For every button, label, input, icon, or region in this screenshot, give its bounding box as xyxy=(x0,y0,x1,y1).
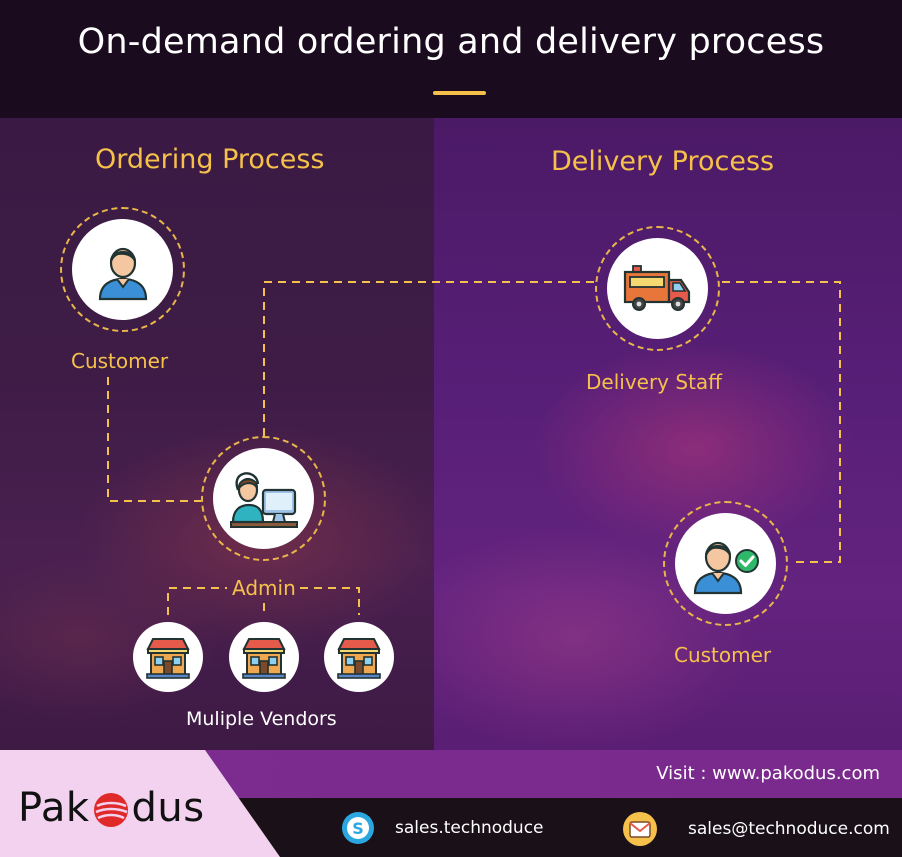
delivery-panel xyxy=(434,118,902,750)
vendor-node-1 xyxy=(133,622,203,692)
svg-text:S: S xyxy=(352,819,364,838)
ordering-customer-label: Customer xyxy=(71,349,169,373)
delivery-staff-node xyxy=(607,238,708,339)
ordering-process-title: Ordering Process xyxy=(95,144,325,175)
email-icon xyxy=(623,812,657,846)
header: On-demand ordering and delivery process xyxy=(0,0,902,118)
logo-o-mark-icon xyxy=(93,793,128,827)
delivery-staff-node-ring xyxy=(595,226,720,351)
admin-node xyxy=(213,448,314,549)
vendor-shop-icon xyxy=(242,638,286,679)
vendors-label: Muliple Vendors xyxy=(186,708,337,730)
vendor-shop-icon xyxy=(146,638,190,679)
customer-icon xyxy=(98,247,147,300)
delivered-customer-label: Customer xyxy=(674,643,772,667)
page-title: On-demand ordering and delivery process xyxy=(77,22,825,62)
verified-customer-icon xyxy=(693,541,759,594)
delivered-customer-node xyxy=(675,513,776,614)
customer-node-ring xyxy=(60,207,185,332)
delivered-customer-node-ring xyxy=(663,501,788,626)
logo-text-right: dus xyxy=(131,785,205,831)
skype-icon: S xyxy=(342,812,374,844)
vendor-node-3 xyxy=(324,622,394,692)
skype-contact[interactable]: S sales.technoduce xyxy=(341,811,544,845)
email-address: sales@technoduce.com xyxy=(688,819,890,839)
skype-id: sales.technoduce xyxy=(395,818,544,838)
pakodus-logo: Pak dus xyxy=(18,783,205,833)
title-underline xyxy=(433,91,486,95)
visit-link[interactable]: Visit : www.pakodus.com xyxy=(656,763,880,784)
vendor-node-2 xyxy=(229,622,299,692)
logo-text-left: Pak xyxy=(18,785,90,831)
delivery-staff-label: Delivery Staff xyxy=(586,370,722,394)
delivery-process-title: Delivery Process xyxy=(551,146,775,177)
admin-icon xyxy=(229,471,298,528)
admin-label: Admin xyxy=(232,576,296,600)
admin-node-ring xyxy=(201,436,326,561)
delivery-truck-icon xyxy=(623,264,690,311)
vendor-shop-icon xyxy=(337,638,381,679)
email-contact[interactable]: sales@technoduce.com xyxy=(622,811,890,847)
customer-node xyxy=(72,219,173,320)
